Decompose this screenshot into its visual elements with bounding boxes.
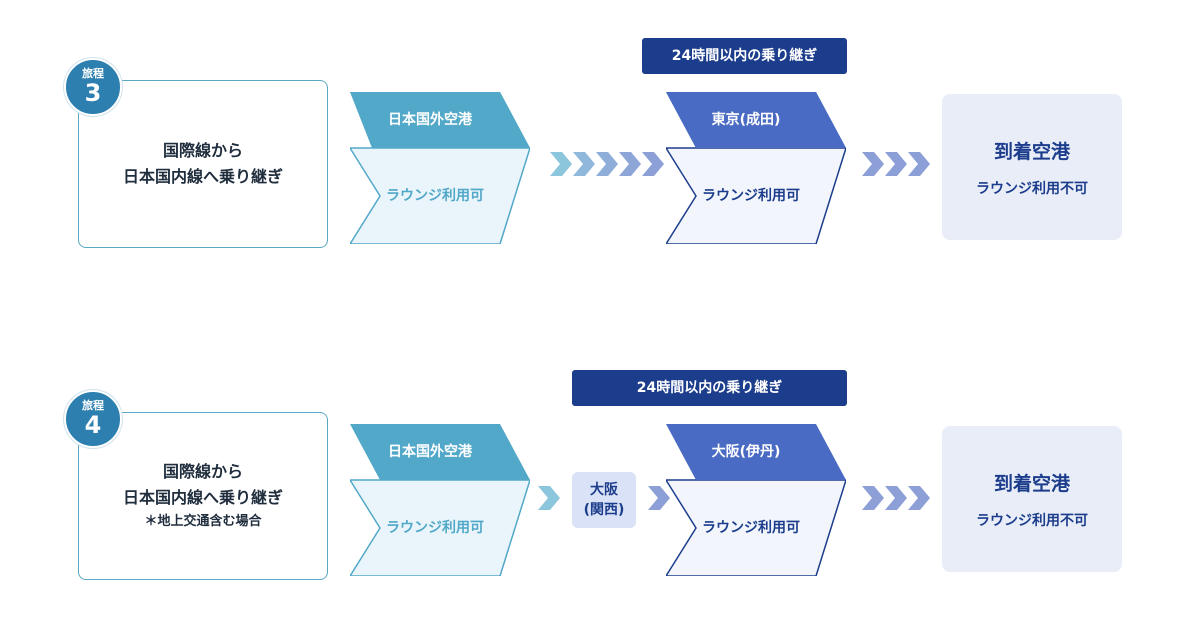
description-line-1: 国際線から [162, 141, 243, 160]
destination-airport-box: 到着空港 ラウンジ利用不可 [942, 94, 1122, 240]
origin-airport-title: 日本国外空港 [388, 444, 472, 460]
badge-label: 旅程 [82, 67, 104, 80]
itinerary-description-box: 国際線から 日本国内線へ乗り継ぎ [78, 80, 328, 248]
via-airport-label: (関西) [583, 502, 625, 518]
hub-lounge-status: ラウンジ利用可 [702, 188, 800, 204]
description-line-1: 国際線から [162, 462, 243, 481]
itinerary-row-4: 国際線から 日本国内線へ乗り継ぎ ＊地上交通含む場合 旅程 4 日本国外空港 ラ… [0, 370, 1200, 612]
destination-title: 到着空港 [993, 140, 1070, 163]
origin-airport-title: 日本国外空港 [388, 112, 472, 128]
description-line-2: 日本国内線へ乗り継ぎ [122, 167, 283, 186]
badge-label: 旅程 [82, 399, 104, 412]
destination-title: 到着空港 [993, 472, 1070, 495]
description-note: ＊地上交通含む場合 [144, 514, 262, 529]
itinerary-badge: 旅程 4 [64, 390, 122, 448]
origin-chevron-shape [350, 424, 530, 576]
arrival-arrows [862, 486, 930, 510]
origin-airport-chevron: 日本国外空港 ラウンジ利用可 [350, 424, 530, 576]
hub-airport-title: 大阪(伊丹) [711, 444, 781, 460]
arrow-chevrons-icon [862, 486, 930, 510]
transfer-arrows [550, 152, 666, 176]
hub-airport-chevron: 大阪(伊丹) ラウンジ利用可 [666, 424, 846, 576]
badge-number: 3 [84, 79, 102, 107]
destination-airport-box: 到着空港 ラウンジ利用不可 [942, 426, 1122, 572]
origin-lounge-status: ラウンジ利用可 [386, 188, 484, 204]
hub-airport-title: 東京(成田) [711, 112, 781, 128]
ground-transfer-city-box: 大阪 (関西) [572, 472, 636, 528]
arrow-chevron-icon [648, 486, 670, 510]
hub-airport-chevron: 東京(成田) ラウンジ利用可 [666, 92, 846, 244]
hub-lounge-status: ラウンジ利用可 [702, 520, 800, 536]
transfer-arrow [538, 486, 560, 510]
itinerary-row-3: 国際線から 日本国内線へ乗り継ぎ 旅程 3 日本国外空港 ラウンジ利用可 24時… [0, 38, 1200, 280]
destination-lounge-status: ラウンジ利用不可 [976, 180, 1088, 197]
itinerary-description-box: 国際線から 日本国内線へ乗り継ぎ ＊地上交通含む場合 [78, 412, 328, 580]
origin-airport-chevron: 日本国外空港 ラウンジ利用可 [350, 92, 530, 244]
arrow-chevrons-icon [862, 152, 930, 176]
badge-number: 4 [84, 411, 102, 439]
arrow-chevrons-icon [550, 152, 664, 176]
ground-transfer-arrow [648, 486, 670, 510]
origin-chevron-shape [350, 92, 530, 244]
transfer-window-banner: 24時間以内の乗り継ぎ [572, 370, 847, 406]
via-city-label: 大阪 [590, 482, 618, 498]
arrival-arrows [862, 152, 930, 176]
itinerary-badge: 旅程 3 [64, 58, 122, 116]
transfer-window-banner: 24時間以内の乗り継ぎ [642, 38, 847, 74]
hub-chevron-shape [666, 424, 846, 576]
arrow-chevron-icon [538, 486, 560, 510]
destination-lounge-status: ラウンジ利用不可 [976, 512, 1088, 529]
hub-chevron-shape [666, 92, 846, 244]
origin-lounge-status: ラウンジ利用可 [386, 520, 484, 536]
description-line-2: 日本国内線へ乗り継ぎ [122, 488, 283, 507]
